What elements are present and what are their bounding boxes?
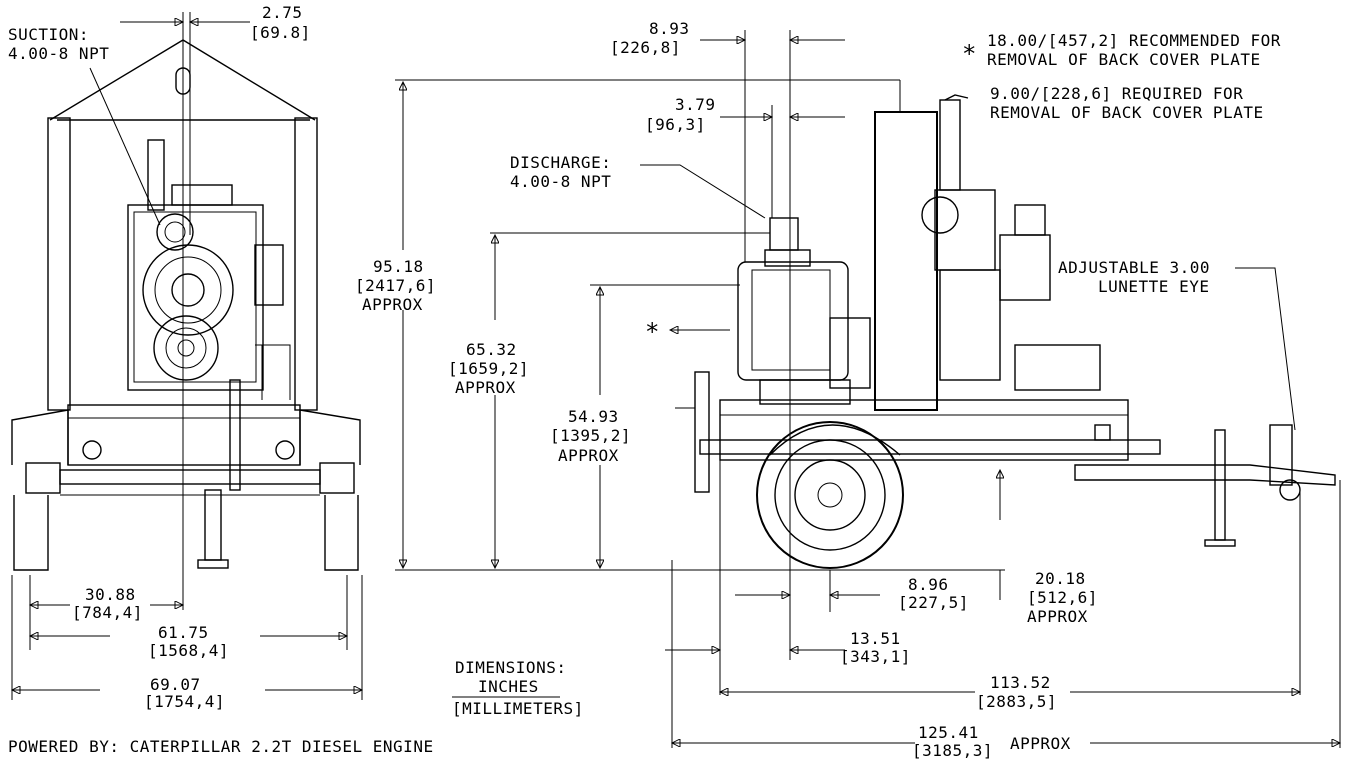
dim-65-32-in: 65.32: [466, 340, 517, 359]
discharge-spec: 4.00-8 NPT: [510, 172, 611, 191]
dim-54-93-mm: [1395,2]: [550, 426, 631, 445]
dim-13-51-mm: [343,1]: [840, 647, 911, 666]
dim-95-18-in: 95.18: [373, 257, 424, 276]
dim-125-41-mm: [3185,3]: [912, 741, 993, 760]
dim-65-32-mm: [1659,2]: [448, 359, 529, 378]
dim-125-41-approx: APPROX: [1010, 734, 1071, 753]
dim-30-88-mm: [784,4]: [72, 603, 143, 622]
note-asterisk: *: [962, 40, 977, 68]
suction-label: SUCTION:: [8, 25, 89, 44]
dim-113-52-mm: [2883,5]: [976, 692, 1057, 711]
lunette-label-line1: ADJUSTABLE 3.00: [1058, 258, 1210, 277]
side-view: 8.93 [226,8] 3.79 [96,3] DISCHARGE: 4.00…: [355, 19, 1340, 760]
dim-65-32-approx: APPROX: [455, 378, 516, 397]
dim-20-18-mm: [512,6]: [1027, 588, 1098, 607]
dim-13-51-in: 13.51: [850, 629, 901, 648]
dim-8-93-in: 8.93: [649, 19, 690, 38]
dimensions-legend: DIMENSIONS: INCHES [MILLIMETERS]: [452, 658, 584, 718]
dim-20-18-in: 20.18: [1035, 569, 1086, 588]
dim-3-79-mm: [96,3]: [645, 115, 706, 134]
discharge-label: DISCHARGE:: [510, 153, 611, 172]
dim-125-41-in: 125.41: [918, 723, 979, 742]
dim-8-96-in: 8.96: [908, 575, 949, 594]
dim-69-07-mm: [1754,4]: [144, 692, 225, 711]
note-required-line1: 9.00/[228,6] REQUIRED FOR: [990, 84, 1243, 103]
note-recommended-line1: 18.00/[457,2] RECOMMENDED FOR: [987, 31, 1281, 50]
dim-95-18-mm: [2417,6]: [355, 276, 436, 295]
lunette-label-line2: LUNETTE EYE: [1098, 277, 1209, 296]
dim-30-88-in: 30.88: [85, 585, 136, 604]
dim-3-79-in: 3.79: [675, 95, 716, 114]
legend-title: DIMENSIONS:: [455, 658, 566, 677]
dim-95-18-approx: APPROX: [362, 295, 423, 314]
front-view: SUCTION: 4.00-8 NPT 2.75 [69.8] 30.88 [7…: [8, 3, 362, 711]
legend-inches: INCHES: [478, 677, 539, 696]
dim-61-75-mm: [1568,4]: [148, 641, 229, 660]
powered-by-caption: POWERED BY: CATERPILLAR 2.2T DIESEL ENGI…: [8, 737, 434, 756]
suction-spec: 4.00-8 NPT: [8, 44, 109, 63]
dim-113-52-in: 113.52: [990, 673, 1051, 692]
back-cover-asterisk: *: [645, 318, 660, 346]
legend-millimeters: [MILLIMETERS]: [452, 699, 584, 718]
dim-8-93-mm: [226,8]: [610, 38, 681, 57]
dim-54-93-approx: APPROX: [558, 446, 619, 465]
note-recommended-line2: REMOVAL OF BACK COVER PLATE: [987, 50, 1261, 69]
dim-61-75-in: 61.75: [158, 623, 209, 642]
dim-69-07-in: 69.07: [150, 675, 201, 694]
dim-2-75-in: 2.75: [262, 3, 303, 22]
dim-8-96-mm: [227,5]: [898, 593, 969, 612]
dim-2-75-mm: [69.8]: [250, 23, 311, 42]
notes-block: * 18.00/[457,2] RECOMMENDED FOR REMOVAL …: [962, 31, 1281, 122]
dim-20-18-approx: APPROX: [1027, 607, 1088, 626]
dim-54-93-in: 54.93: [568, 407, 619, 426]
note-required-line2: REMOVAL OF BACK COVER PLATE: [990, 103, 1264, 122]
